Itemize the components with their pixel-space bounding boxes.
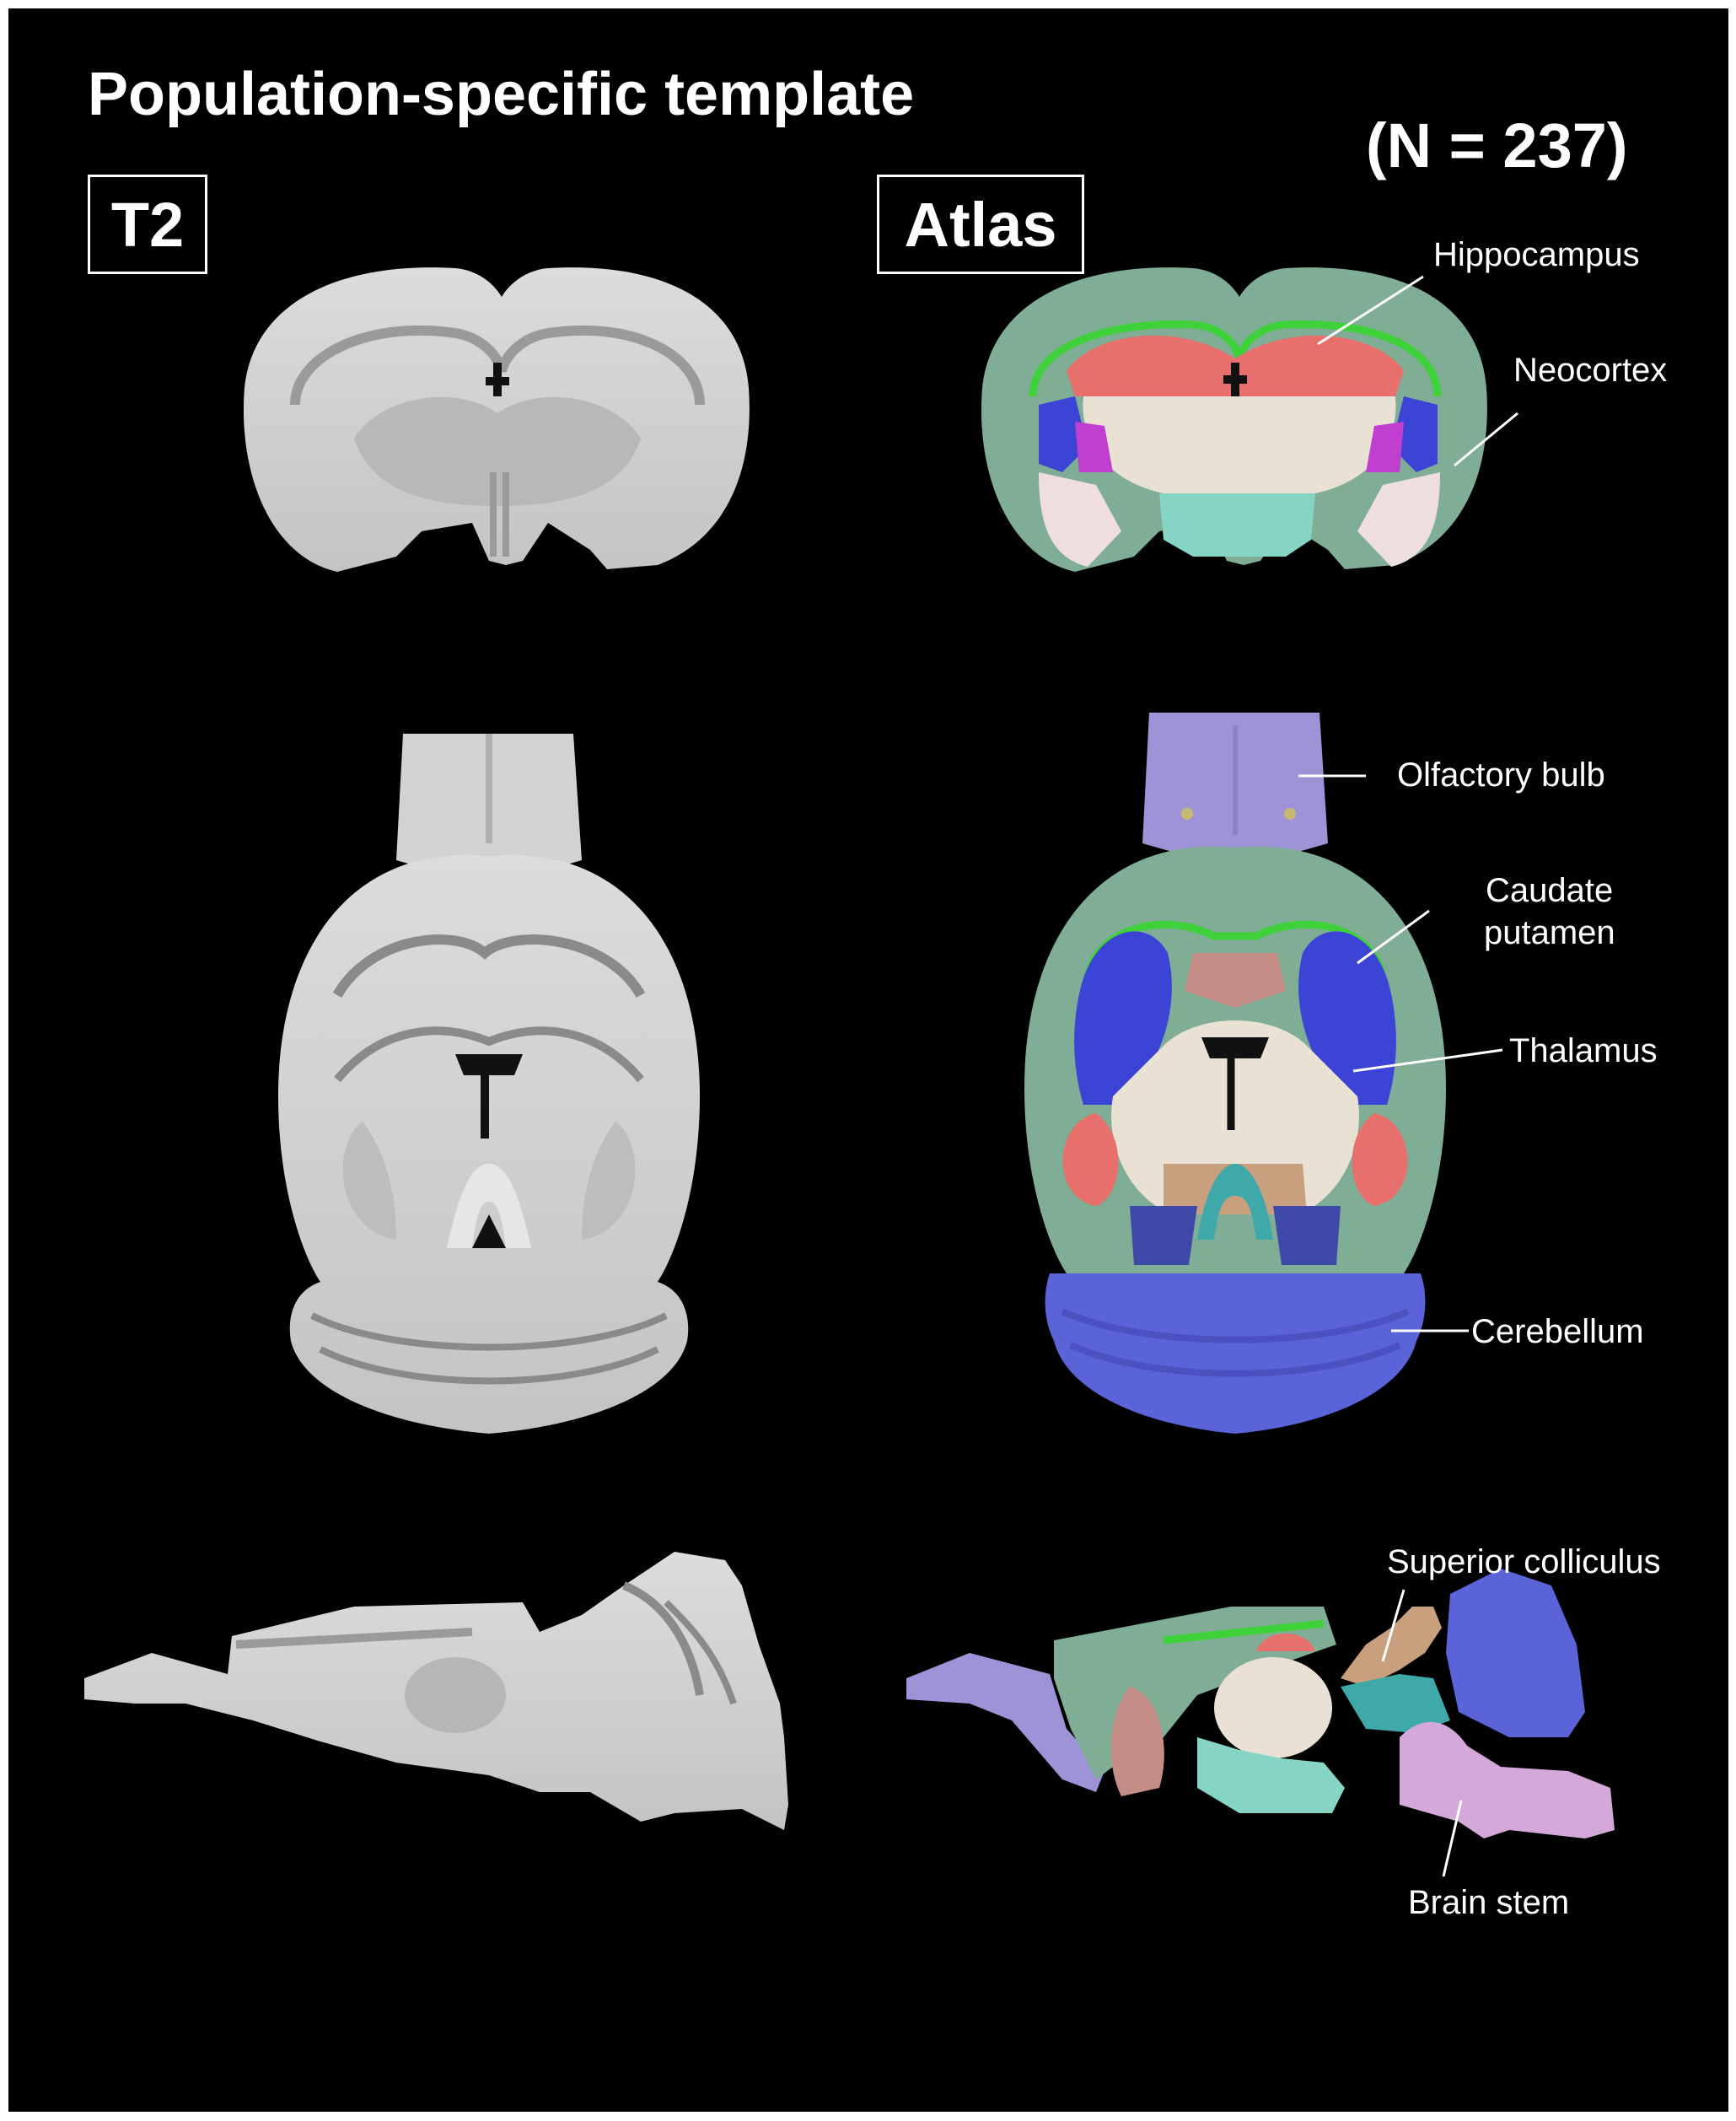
t2-sagittal-slice — [84, 1552, 788, 1830]
atlas-axial-slice — [1024, 713, 1446, 1434]
label-brain-stem: Brain stem — [1408, 1884, 1570, 1921]
figure-title: Population-specific template — [88, 61, 915, 128]
label-superior-colliculus: Superior colliculus — [1387, 1543, 1661, 1580]
label-neocortex: Neocortex — [1513, 352, 1668, 389]
leader-brain-stem — [1442, 1800, 1463, 1877]
column-label-atlas: Atlas — [877, 175, 1084, 274]
leader-superior-colliculus — [1381, 1589, 1405, 1662]
atlas-sagittal-slice — [906, 1569, 1615, 1838]
t2-axial-slice — [278, 734, 700, 1434]
t2-coronal-slice — [243, 267, 750, 572]
sample-size: (N = 237) — [1366, 110, 1628, 180]
leader-thalamus — [1352, 1048, 1503, 1073]
atlas-coronal-slice — [981, 267, 1487, 572]
label-leader-lines — [1298, 275, 1518, 1877]
label-thalamus: Thalamus — [1509, 1032, 1658, 1069]
label-putamen: putamen — [1484, 914, 1615, 951]
leader-hippocampus — [1317, 275, 1424, 346]
label-cerebellum: Cerebellum — [1471, 1313, 1644, 1350]
leader-neocortex — [1454, 412, 1518, 467]
label-caudate: Caudate — [1486, 872, 1614, 909]
column-label-t2: T2 — [88, 175, 207, 274]
leader-caudate-putamen — [1357, 909, 1430, 965]
label-olfactory-bulb: Olfactory bulb — [1397, 756, 1605, 794]
label-hippocampus: Hippocampus — [1433, 236, 1640, 273]
